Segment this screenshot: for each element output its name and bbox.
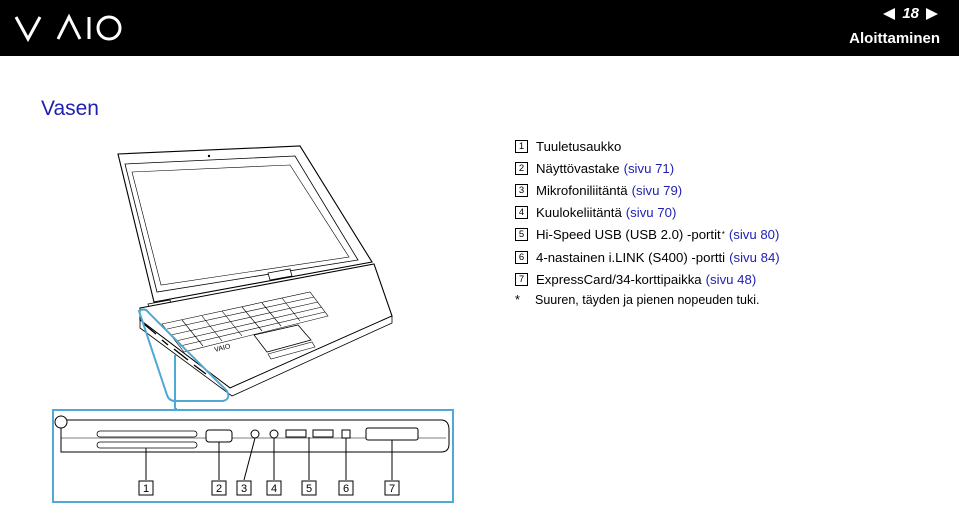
callout-3: 3 [236, 480, 252, 496]
item-label: Mikrofoniliitäntä [536, 182, 628, 198]
page-link[interactable]: (sivu 80) [728, 227, 780, 243]
callout-2: 2 [211, 480, 227, 496]
svg-text:1: 1 [143, 483, 149, 495]
svg-text:5: 5 [306, 483, 312, 495]
svg-text:VAIO: VAIO [214, 343, 232, 354]
item-number: 5 [515, 228, 528, 242]
page-header: 18 Aloittaminen [0, 0, 959, 56]
page-number: 18 [902, 5, 919, 22]
page-link[interactable]: (sivu 84) [729, 249, 780, 265]
item-label: Tuuletusaukko [536, 138, 622, 154]
item-number: 6 [515, 250, 528, 264]
page-link[interactable]: (sivu 71) [623, 160, 675, 176]
highlight-outline [137, 308, 230, 402]
vaio-logo [14, 13, 122, 43]
item-label: Näyttövastake [536, 160, 620, 176]
port-legend: 1 Tuuletusaukko 2 Näyttövastake (sivu 71… [515, 135, 780, 310]
footnote: * Suuren, täyden ja pienen nopeuden tuki… [515, 290, 780, 310]
callout-7: 7 [384, 480, 400, 496]
page-link[interactable]: (sivu 48) [705, 271, 757, 287]
page-link[interactable]: (sivu 79) [631, 182, 683, 198]
item-label: 4-nastainen i.LINK (S400) -portti [536, 249, 726, 265]
footnote-mark: * [515, 293, 520, 308]
list-item: 5 Hi-Speed USB (USB 2.0) -portit * (sivu… [515, 224, 780, 246]
callout-5: 5 [301, 480, 317, 496]
item-number: 7 [515, 272, 528, 286]
svg-text:7: 7 [389, 483, 395, 495]
previous-page-arrow-icon[interactable] [883, 7, 896, 20]
section-title: Aloittaminen [849, 30, 940, 47]
item-label: Hi-Speed USB (USB 2.0) -portit [536, 227, 721, 243]
item-label: ExpressCard/34-korttipaikka [536, 271, 702, 287]
callout-4: 4 [266, 480, 282, 496]
item-number: 3 [515, 183, 528, 197]
laptop-illustration: VAIO [117, 145, 393, 397]
svg-text:2: 2 [216, 483, 222, 495]
footnote-text: Suuren, täyden ja pienen nopeuden tuki. [535, 293, 760, 308]
callout-6: 6 [338, 480, 354, 496]
callout-1: 1 [138, 480, 154, 496]
svg-text:4: 4 [271, 483, 277, 495]
list-item: 2 Näyttövastake (sivu 71) [515, 157, 780, 179]
item-number: 4 [515, 206, 528, 220]
item-number: 2 [515, 161, 528, 175]
svg-text:6: 6 [343, 483, 349, 495]
list-item: 4 Kuulokeliitäntä (sivu 70) [515, 202, 780, 224]
item-number: 1 [515, 139, 528, 153]
svg-text:3: 3 [241, 483, 247, 495]
item-label: Kuulokeliitäntä [536, 205, 622, 221]
next-page-arrow-icon[interactable] [926, 7, 938, 20]
list-item: 7 ExpressCard/34-korttipaikka (sivu 48) [515, 268, 780, 290]
list-item: 6 4-nastainen i.LINK (S400) -portti (siv… [515, 246, 780, 268]
left-side-view-illustration: 1 2 3 4 5 6 7 [52, 408, 454, 503]
list-item: 3 Mikrofoniliitäntä (sivu 79) [515, 179, 780, 201]
page-title: Vasen [41, 97, 99, 120]
footnote-marker: * [721, 230, 725, 240]
page-link[interactable]: (sivu 70) [625, 205, 677, 221]
list-item: 1 Tuuletusaukko [515, 135, 780, 157]
page-navigation: 18 [883, 5, 938, 22]
